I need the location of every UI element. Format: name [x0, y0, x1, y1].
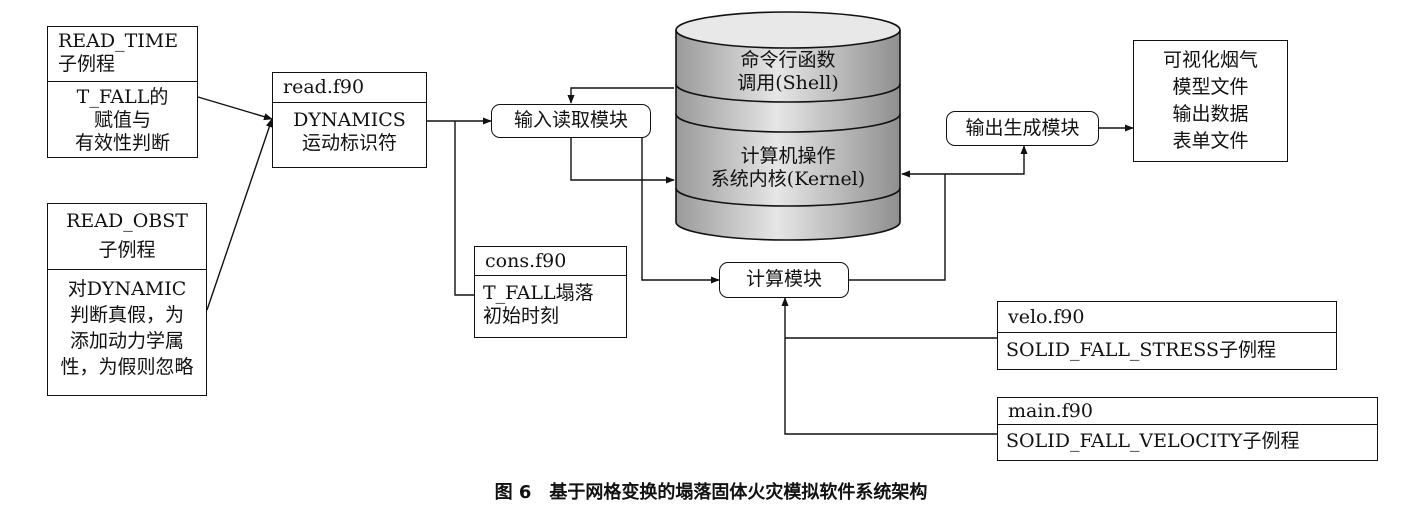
read-time-body: T_FALL的 赋值与 有效性判断 — [74, 86, 170, 154]
main-f90-body: SOLID_FALL_VELOCITY子例程 — [1006, 430, 1300, 452]
read-obst-box: READ_OBST 子例程 对DYNAMIC 判断真假，为 添加动力学属 性，为… — [47, 203, 207, 396]
kernel-layer-label: 计算机操作 系统内核(Kernel) — [710, 145, 866, 190]
main-f90-title: main.f90 — [998, 398, 1377, 425]
input-module: 输入读取模块 — [491, 104, 651, 138]
cons-f90-box: cons.f90 T_FALL塌落 初始时刻 — [474, 246, 627, 338]
read-f90-title: read.f90 — [273, 73, 426, 103]
output-module: 输出生成模块 — [946, 111, 1099, 146]
cylinder-band-line — [675, 113, 901, 133]
cylinder-band-line — [675, 187, 901, 207]
connector-to-output — [945, 145, 1028, 175]
cons-f90-title: cons.f90 — [475, 247, 626, 276]
read-f90-box: read.f90 DYNAMICS 运动标识符 — [272, 72, 427, 168]
read-obst-body: 对DYNAMIC 判断真假，为 添加动力学属 性，为假则忽略 — [60, 278, 194, 378]
velo-f90-body: SOLID_FALL_STRESS子例程 — [1006, 339, 1276, 361]
connector-compute-to-kernel — [849, 170, 946, 281]
figure-caption: 图 6 基于网格变换的塌落固体火灾模拟软件系统架构 — [0, 478, 1422, 504]
cons-f90-body: T_FALL塌落 初始时刻 — [483, 282, 594, 327]
output-files-box: 可视化烟气 模型文件 输出数据 表单文件 — [1133, 40, 1288, 162]
read-time-title: READ_TIME 子例程 — [48, 27, 197, 82]
figure-number: 图 6 — [494, 482, 532, 503]
read-time-box: READ_TIME 子例程 T_FALL的 赋值与 有效性判断 — [47, 26, 198, 158]
connector-branch-to-cons — [454, 121, 474, 296]
connector-readobst-to-read — [206, 118, 273, 311]
figure-caption-text: 基于网格变换的塌落固体火灾模拟软件系统架构 — [549, 482, 928, 503]
main-f90-box: main.f90 SOLID_FALL_VELOCITY子例程 — [997, 397, 1378, 461]
connector-input-to-compute — [641, 121, 720, 284]
connector-main-to-compute — [781, 297, 997, 435]
connector-readtime-to-read — [197, 96, 273, 121]
read-f90-body: DYNAMICS 运动标识符 — [293, 109, 406, 154]
shell-layer-label: 命令行函数 调用(Shell) — [737, 49, 839, 94]
cylinder-band-line — [675, 83, 901, 103]
database-cylinder — [675, 11, 901, 241]
velo-f90-title: velo.f90 — [998, 302, 1336, 333]
velo-f90-box: velo.f90 SOLID_FALL_STRESS子例程 — [997, 301, 1337, 370]
connector-input-to-kernel — [570, 138, 675, 184]
connector-shell-to-input — [567, 87, 674, 104]
read-obst-title: READ_OBST 子例程 — [48, 204, 206, 270]
compute-module: 计算模块 — [719, 262, 849, 298]
